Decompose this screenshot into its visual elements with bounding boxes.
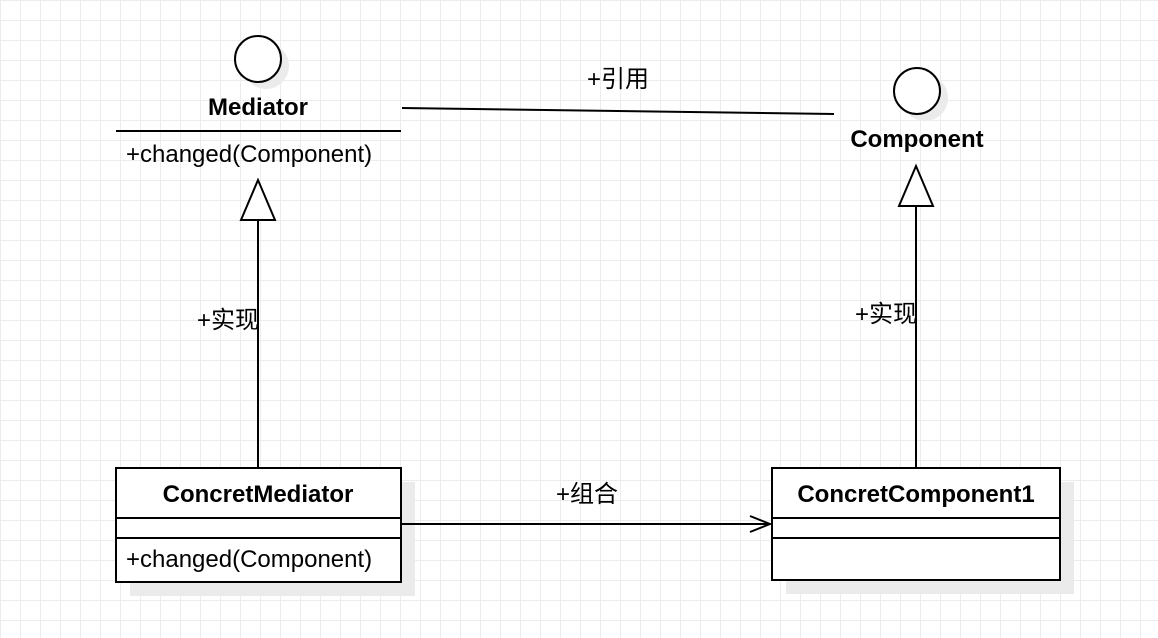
reference-association-line [401, 107, 835, 115]
concrete-component-class-name: ConcretComponent1 [797, 481, 1034, 508]
concrete-mediator-class-name: ConcretMediator [163, 481, 354, 508]
reference-association[interactable]: +引用 [401, 66, 835, 115]
mediator-realization-triangle-icon [239, 177, 277, 221]
component-interface-circle-icon [893, 67, 941, 115]
mediator-realization-label: +实现 [197, 307, 259, 334]
component-interface[interactable]: Component [850, 67, 984, 153]
mediator-interface-name: Mediator [208, 94, 308, 121]
concrete-mediator-class-box [115, 467, 402, 583]
composition-association[interactable]: +组合 [402, 481, 773, 533]
concrete-mediator-class-method: +changed(Component) [126, 546, 372, 573]
concrete-mediator-class[interactable]: ConcretMediator +changed(Component) [115, 467, 415, 596]
composition-arrowhead-icon [749, 515, 773, 533]
mediator-interface-method: +changed(Component) [126, 141, 372, 168]
composition-association-label: +组合 [556, 481, 618, 508]
component-realization[interactable]: +实现 [855, 163, 935, 467]
component-realization-label: +实现 [855, 301, 917, 328]
component-realization-triangle-icon [897, 163, 935, 207]
mediator-interface-circle-icon [234, 35, 282, 83]
concrete-component-class[interactable]: ConcretComponent1 [771, 467, 1074, 594]
mediator-interface[interactable]: Mediator +changed(Component) [116, 35, 401, 168]
reference-association-label: +引用 [587, 66, 649, 93]
component-interface-name: Component [850, 126, 983, 153]
mediator-realization[interactable]: +实现 [197, 177, 277, 467]
